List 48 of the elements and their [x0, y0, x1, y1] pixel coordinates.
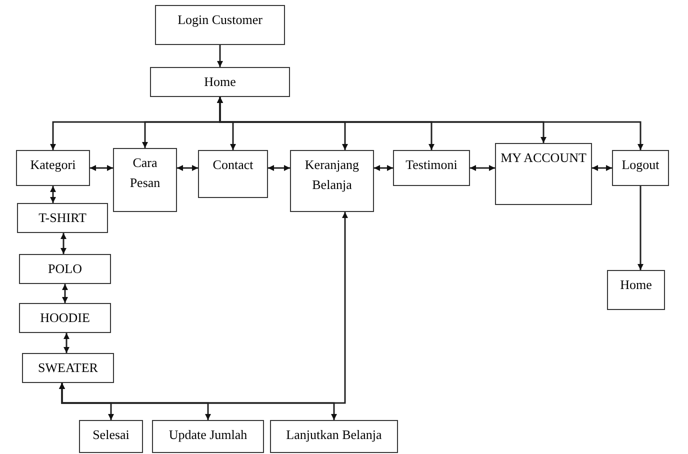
box-label: Keranjang Belanja	[304, 156, 360, 194]
arrow	[217, 45, 223, 67]
process-box	[607, 270, 665, 310]
arrow	[64, 333, 70, 353]
arrow	[217, 97, 644, 150]
box-label: Logout	[622, 156, 660, 174]
box-label: Update Jumlah	[168, 426, 248, 444]
box-label: Home	[204, 73, 236, 91]
process-box	[17, 203, 108, 233]
arrow	[90, 165, 113, 171]
box-label: Contact	[212, 156, 254, 174]
arrow	[59, 212, 348, 404]
process-box	[19, 303, 111, 333]
box-label: Kategori	[30, 156, 76, 174]
process-box	[79, 420, 143, 453]
process-box	[113, 148, 177, 212]
box-label: POLO	[48, 260, 82, 278]
arrow	[60, 233, 66, 254]
process-box	[612, 150, 669, 186]
box-label: Testimoni	[406, 156, 458, 174]
process-box	[495, 143, 592, 205]
box-label: Lanjutkan Belanja	[286, 426, 382, 444]
arrow	[592, 165, 612, 171]
process-box	[198, 150, 268, 198]
process-box	[22, 353, 114, 383]
process-box	[150, 67, 290, 97]
box-label: MY ACCOUNT	[500, 149, 586, 167]
box-label: Cara Pesan	[128, 154, 162, 192]
process-box	[16, 150, 90, 186]
arrow	[470, 165, 495, 171]
box-label: HOODIE	[40, 309, 90, 327]
arrow	[50, 186, 56, 203]
process-box	[155, 5, 285, 45]
process-box	[270, 420, 398, 453]
box-label: Login Customer	[178, 11, 262, 29]
box-label: Home	[620, 276, 652, 294]
process-box	[152, 420, 264, 453]
process-box	[393, 150, 470, 186]
arrow	[374, 165, 393, 171]
process-box	[19, 254, 111, 284]
arrow	[62, 284, 68, 303]
arrow	[177, 165, 198, 171]
box-label: Selesai	[92, 426, 130, 444]
box-label: T-SHIRT	[38, 209, 86, 227]
arrow	[638, 186, 644, 270]
process-box	[290, 150, 374, 212]
arrow	[268, 165, 290, 171]
box-label: SWEATER	[38, 359, 98, 377]
